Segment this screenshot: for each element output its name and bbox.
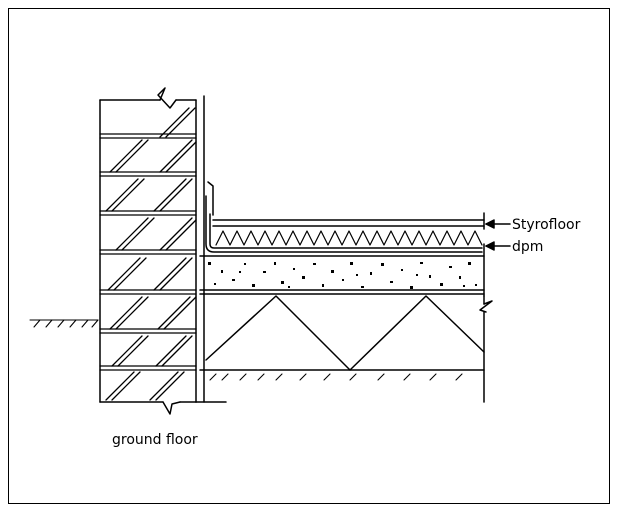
ground-floor-label: ground floor xyxy=(112,432,198,448)
inner-wall-line xyxy=(195,95,227,403)
hardcore-fill xyxy=(199,295,493,403)
membrane-upstand xyxy=(205,181,483,253)
dpm-label: dpm xyxy=(512,239,544,255)
leader-arrows xyxy=(485,219,511,251)
brick-wall xyxy=(99,87,197,415)
ground-hatching xyxy=(29,319,463,381)
styrofloor-label: Styrofloor xyxy=(512,217,581,233)
styrofloor-layer xyxy=(212,212,485,246)
aggregate-dots xyxy=(208,262,477,289)
concrete-slab xyxy=(199,243,485,297)
